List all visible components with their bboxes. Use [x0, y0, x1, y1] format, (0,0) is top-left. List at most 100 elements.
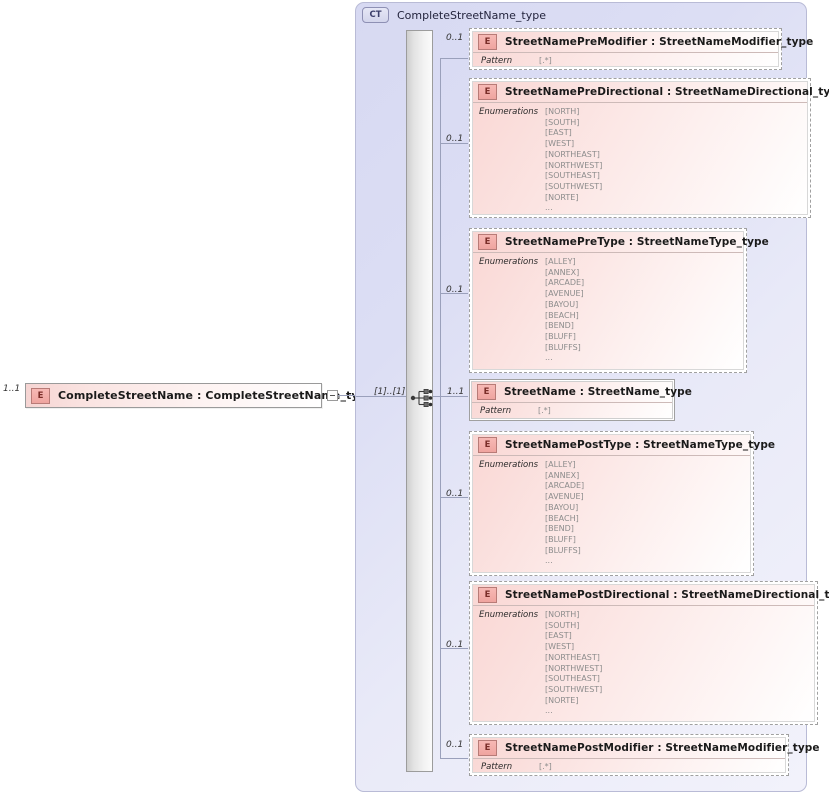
type-connector-cardinality: [1]..[1] [374, 387, 406, 397]
enumeration-value: [NORTHWEST] [545, 663, 603, 673]
element-badge-icon: E [478, 437, 497, 453]
enumeration-value: ... [545, 706, 553, 716]
enumeration-value: [SOUTH] [545, 117, 580, 127]
enumeration-value: [EAST] [545, 631, 572, 641]
element-label: CompleteStreetName : CompleteStreetName_… [58, 389, 375, 402]
facet-label-pattern: Pattern [480, 406, 512, 416]
branch-line-1 [440, 58, 468, 59]
facet-label-enumerations: Enumerations [479, 107, 539, 117]
sequence-compositor-icon[interactable] [410, 388, 434, 408]
facet-label-enumerations: Enumerations [479, 460, 539, 470]
enumeration-value: [EAST] [545, 128, 572, 138]
complex-type-title: CompleteStreetName_type [397, 8, 546, 22]
enumeration-value: [BEACH] [545, 310, 579, 320]
enumeration-value: [SOUTHWEST] [545, 684, 603, 694]
enumeration-value: [NORTHEAST] [545, 652, 600, 662]
enumeration-value: [ARCADE] [545, 481, 585, 491]
enumeration-value: [ALLEY] [545, 257, 576, 266]
connector-root [338, 395, 356, 396]
facet-value-pattern: [.*] [539, 762, 552, 771]
node-label: StreetName : StreetName_type [504, 386, 692, 398]
node-label: StreetNamePreDirectional : StreetNameDir… [505, 86, 829, 98]
node-street-name-post-modifier[interactable]: E StreetNamePostModifier : StreetNameMod… [469, 734, 820, 776]
enumeration-value: [NORTH] [545, 610, 580, 619]
complex-type-header: CT CompleteStreetName_type [362, 7, 546, 23]
facet-values-enumerations: [ALLEY][ANNEX][ARCADE][AVENUE][BAYOU][BE… [545, 460, 584, 569]
branch-stem [433, 396, 441, 397]
element-badge-icon: E [478, 234, 497, 250]
enumeration-value: ... [545, 353, 553, 363]
element-badge-icon: E [477, 384, 496, 400]
node-label: StreetNamePreModifier : StreetNameModifi… [505, 36, 814, 48]
enumeration-value: [BAYOU] [545, 299, 579, 309]
enumeration-value: [BLUFFS] [545, 342, 581, 352]
node-street-name[interactable]: E StreetName : StreetName_type Pattern [… [469, 379, 692, 421]
enumeration-value: [BLUFF] [545, 331, 576, 341]
enumeration-value: [SOUTHEAST] [545, 171, 600, 181]
cardinality-7: 0..1 [446, 740, 464, 750]
enumeration-value: [WEST] [545, 642, 575, 652]
enumeration-value: [BEACH] [545, 513, 579, 523]
element-badge-icon: E [478, 84, 497, 100]
element-complete-street-name[interactable]: E CompleteStreetName : CompleteStreetNam… [25, 383, 374, 408]
enumeration-value: [WEST] [545, 139, 575, 149]
facet-value-pattern: [.*] [538, 406, 551, 415]
node-street-name-post-type[interactable]: E StreetNamePostType : StreetNameType_ty… [469, 431, 775, 576]
enumeration-value: [SOUTHWEST] [545, 181, 603, 191]
branch-line-7 [440, 758, 468, 759]
complex-type-badge-icon: CT [362, 7, 389, 23]
cardinality-5: 0..1 [446, 489, 464, 499]
root-cardinality: 1..1 [3, 384, 21, 394]
branch-spine [440, 58, 441, 758]
facet-label-pattern: Pattern [481, 56, 513, 66]
collapse-toggle-icon[interactable] [327, 390, 338, 401]
element-badge-icon: E [478, 34, 497, 50]
enumeration-value: [BLUFF] [545, 534, 576, 544]
enumeration-value: [SOUTH] [545, 620, 580, 630]
enumeration-value: [NORTHEAST] [545, 149, 600, 159]
node-label: StreetNamePostDirectional : StreetNameDi… [505, 589, 829, 601]
enumeration-value: [BLUFFS] [545, 545, 581, 555]
branch-line-5 [440, 497, 468, 498]
node-street-name-pre-modifier[interactable]: E StreetNamePreModifier : StreetNameModi… [469, 28, 813, 70]
branch-line-2 [440, 143, 468, 144]
enumeration-value: [NORTE] [545, 695, 579, 705]
enumeration-value: ... [545, 556, 553, 566]
enumeration-value: [ANNEX] [545, 267, 580, 277]
element-badge-icon: E [31, 387, 50, 404]
node-street-name-pre-type[interactable]: E StreetNamePreType : StreetNameType_typ… [469, 228, 769, 373]
branch-line-3 [440, 293, 468, 294]
enumeration-value: [AVENUE] [545, 289, 584, 299]
facet-label-pattern: Pattern [481, 762, 513, 772]
facet-label-enumerations: Enumerations [479, 257, 539, 267]
enumeration-value: [BEND] [545, 524, 574, 534]
cardinality-3: 0..1 [446, 285, 464, 295]
facet-value-pattern: [.*] [539, 56, 552, 65]
element-badge-icon: E [478, 587, 497, 603]
node-street-name-pre-directional[interactable]: E StreetNamePreDirectional : StreetNameD… [469, 78, 829, 218]
node-label: StreetNamePostType : StreetNameType_type [505, 439, 776, 451]
enumeration-value: ... [545, 203, 553, 213]
node-label: StreetNamePreType : StreetNameType_type [505, 236, 769, 248]
enumeration-value: [ALLEY] [545, 460, 576, 469]
branch-line-4 [440, 396, 468, 397]
facet-values-enumerations: [ALLEY][ANNEX][ARCADE][AVENUE][BAYOU][BE… [545, 257, 584, 366]
enumeration-value: [BAYOU] [545, 502, 579, 512]
enumeration-value: [SOUTHEAST] [545, 674, 600, 684]
branch-line-6 [440, 648, 468, 649]
node-label: StreetNamePostModifier : StreetNameModif… [505, 742, 820, 754]
enumeration-value: [ARCADE] [545, 278, 585, 288]
enumeration-value: [BEND] [545, 321, 574, 331]
enumeration-value: [NORTH] [545, 107, 580, 116]
cardinality-6: 0..1 [446, 640, 464, 650]
facet-values-enumerations: [NORTH][SOUTH][EAST][WEST][NORTHEAST][NO… [545, 107, 602, 214]
facet-values-enumerations: [NORTH][SOUTH][EAST][WEST][NORTHEAST][NO… [545, 610, 602, 718]
enumeration-value: [ANNEX] [545, 470, 580, 480]
enumeration-value: [NORTHWEST] [545, 160, 603, 170]
node-street-name-post-directional[interactable]: E StreetNamePostDirectional : StreetName… [469, 581, 829, 725]
cardinality-4: 1..1 [447, 387, 465, 397]
enumeration-value: [AVENUE] [545, 492, 584, 502]
cardinality-2: 0..1 [446, 134, 464, 144]
cardinality-1: 0..1 [446, 33, 464, 43]
